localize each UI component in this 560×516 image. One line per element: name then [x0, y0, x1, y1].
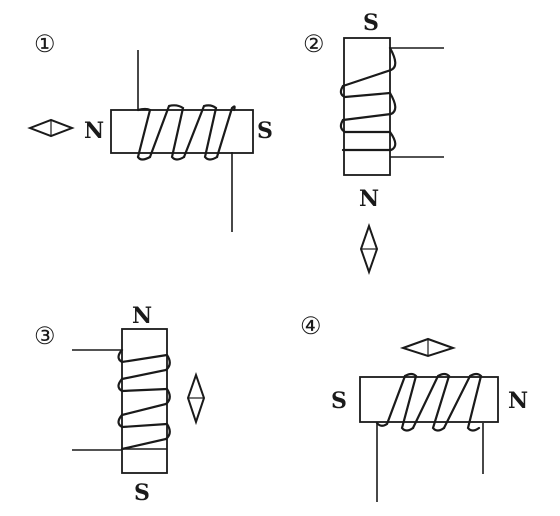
- solenoid-coil: [339, 37, 444, 176]
- figure-4-pole-left: S: [331, 388, 347, 414]
- figure-1-number: ①: [34, 30, 56, 58]
- solenoid-coil: [72, 328, 171, 474]
- figure-3-number: ③: [34, 322, 56, 350]
- figure-1-pole-right: S: [257, 118, 273, 144]
- figure-2: ② S N: [303, 10, 444, 276]
- figure-3-pole-top: N: [132, 303, 152, 329]
- figure-2-pole-bottom: N: [359, 186, 379, 212]
- figure-4: ④ S N: [300, 312, 528, 502]
- figure-2-pole-top: S: [363, 10, 379, 36]
- compass-needle-icon: [399, 337, 457, 358]
- solenoid-coil: [110, 50, 254, 232]
- figure-2-number: ②: [303, 30, 325, 58]
- figure-4-pole-right: N: [508, 388, 528, 414]
- figure-1: ① N S: [27, 30, 273, 232]
- figure-3: ③ N S: [34, 303, 206, 506]
- figure-4-number: ④: [300, 312, 322, 340]
- compass-needle-icon: [359, 222, 379, 276]
- compass-needle-icon: [186, 371, 206, 426]
- solenoid-coil: [359, 372, 499, 502]
- compass-needle-icon: [27, 118, 75, 138]
- figure-3-pole-bottom: S: [134, 480, 150, 506]
- figure-1-pole-left: N: [84, 118, 104, 144]
